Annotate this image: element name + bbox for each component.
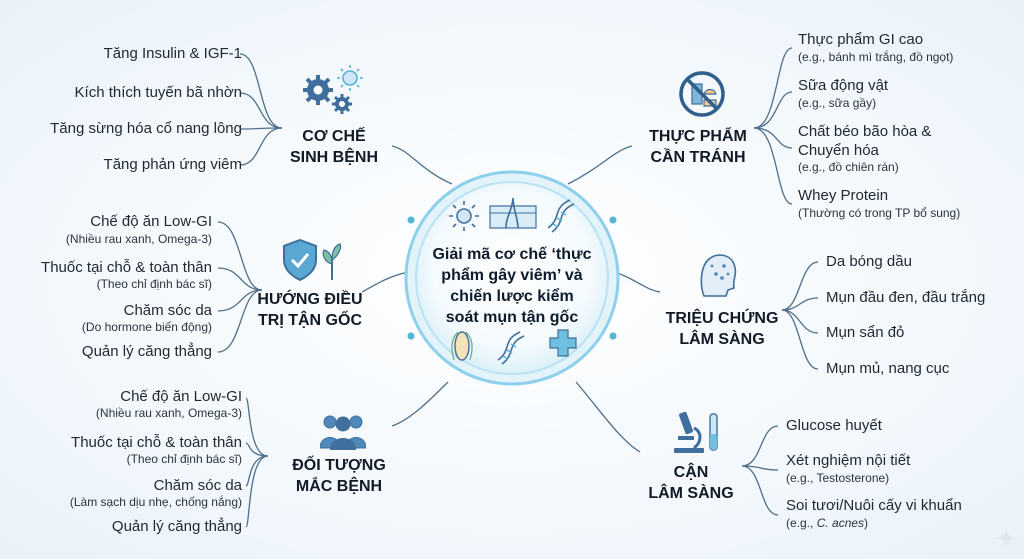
bacteria-icon	[449, 201, 479, 231]
shield-sprout-icon	[283, 238, 342, 282]
ring-dot-icon	[609, 216, 617, 224]
list-item: Chăm sóc da	[123, 302, 212, 319]
ring-dot-icon	[407, 216, 415, 224]
list-item: Glucose huyết	[786, 417, 882, 434]
center-title: Giải mã cơ chế ‘thực phẩm gây viêm’ và c…	[432, 246, 592, 326]
ring-dot-icon	[407, 332, 415, 340]
corn-icon	[451, 331, 473, 361]
list-item-note: (e.g., đồ chiên rán)	[798, 160, 899, 174]
list-item: Mụn mủ, nang cục	[826, 360, 950, 377]
list-item-note: (Làm sạch dịu nhẹ, chống nắng)	[69, 495, 242, 509]
ring-dot-icon	[609, 332, 617, 340]
list-item: Chất béo bão hòa &	[798, 123, 932, 140]
list-item: Sữa động vật	[798, 77, 889, 94]
list-item: Chuyển hóa	[798, 142, 879, 159]
list-item-note: (Theo chỉ định bác sĩ)	[96, 277, 212, 291]
list-item: Xét nghiệm nội tiết	[786, 452, 911, 469]
list-item-note: (Thường có trong TP bổ sung)	[798, 206, 961, 220]
list-item-note: (e.g., C. acnes)	[786, 516, 869, 530]
list-item: Chế độ ăn Low-GI	[120, 388, 242, 405]
list-item: Kích thích tuyến bã nhờn	[74, 84, 242, 101]
dna-icon	[547, 199, 575, 233]
people-group-icon	[320, 415, 366, 450]
list-item-note: (Nhiều rau xanh, Omega-3)	[65, 232, 212, 246]
list-item: Thuốc tại chỗ & toàn thân	[41, 259, 212, 276]
list-item: Thuốc tại chỗ & toàn thân	[71, 434, 242, 451]
list-item: Tăng phản ứng viêm	[103, 156, 242, 173]
list-item-note: (Nhiều rau xanh, Omega-3)	[95, 406, 242, 420]
list-item: Chế độ ăn Low-GI	[90, 213, 212, 230]
list-item: Whey Protein	[798, 187, 889, 204]
list-item-note: (e.g., Testosterone)	[786, 471, 890, 485]
list-item: Quản lý căng thẳng	[111, 518, 242, 535]
dna-icon-2	[497, 331, 525, 365]
list-item: Soi tươi/Nuôi cấy vi khuẩn	[786, 497, 962, 514]
list-item: Thực phẩm GI cao	[798, 31, 924, 48]
connector-center-lab	[575, 381, 641, 453]
list-item: Da bóng dầu	[826, 253, 912, 270]
no-food-icon	[679, 71, 725, 117]
sparkle-icon	[996, 528, 1016, 548]
list-item-note: (Do hormone biến động)	[81, 320, 212, 334]
center-circle	[404, 170, 620, 386]
list-item-note: (e.g., bánh mì trắng, đồ ngọt)	[798, 50, 954, 64]
connector-center-avoid	[567, 145, 633, 185]
gears-virus-icon	[303, 65, 363, 114]
list-item-note: (e.g., sữa gầy)	[798, 96, 877, 110]
face-acne-icon	[700, 254, 737, 297]
list-item: Tăng Insulin & IGF-1	[103, 45, 242, 62]
list-item: Mụn đầu đen, đầu trắng	[826, 289, 986, 306]
medical-cross-icon	[549, 329, 577, 357]
list-item: Tăng sừng hóa cổ nang lông	[50, 120, 242, 137]
list-item: Mụn sẩn đỏ	[826, 324, 905, 341]
skin-follicle-icon	[489, 197, 537, 229]
connector-center-mechanism	[391, 145, 453, 185]
connector-center-subjects	[391, 381, 449, 427]
microscope-icon	[674, 411, 718, 453]
list-item: Quản lý căng thẳng	[81, 343, 212, 360]
list-item-note: (Theo chỉ định bác sĩ)	[126, 452, 242, 466]
list-item: Chăm sóc da	[153, 477, 242, 494]
